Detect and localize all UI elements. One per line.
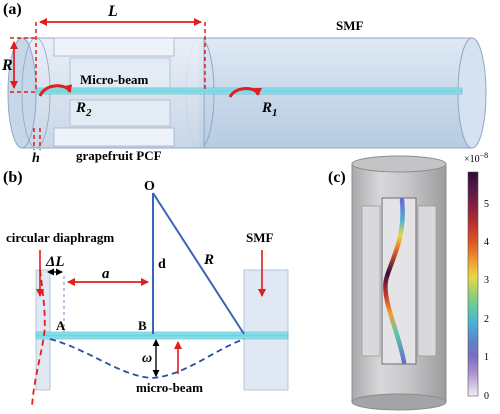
label-omega: ω	[142, 351, 152, 366]
line-O-SMF	[152, 192, 245, 335]
rotation-R1-arrow-icon	[228, 87, 262, 98]
label-A: A	[56, 318, 66, 333]
colorbar-tick: 2	[484, 314, 489, 325]
colorbar-title: ×10−8	[464, 151, 488, 165]
panel-c-label: (c)	[328, 169, 346, 186]
label-R1: R1	[261, 100, 278, 119]
label-L: L	[107, 3, 118, 20]
label-grapefruit-pcf: grapefruit PCF	[76, 148, 162, 163]
label-R2: R2	[75, 100, 92, 119]
colorbar-ticks: 5 4 3 2 1 0	[484, 199, 489, 402]
colorbar-tick: 0	[484, 391, 489, 402]
label-B: B	[138, 318, 147, 333]
panel-b: (b) O circular diaphragm ΔL a d R SMF A …	[3, 169, 289, 407]
label-micro-beam-a: Micro-beam	[80, 72, 149, 87]
panel-a-label: (a)	[3, 1, 22, 18]
micro-beam-bar	[35, 331, 289, 340]
rotation-R2-arrow-icon	[38, 84, 73, 97]
colorbar	[467, 171, 479, 397]
panel-a: (a) L R SMF Micro-beam R2 R1 h grapefrui…	[1, 1, 487, 166]
label-a: a	[102, 266, 110, 282]
label-delta-L: ΔL	[45, 254, 65, 270]
label-R: R	[1, 57, 13, 74]
diaphragm-block	[35, 269, 51, 391]
smf-block	[243, 269, 289, 391]
label-d: d	[158, 257, 166, 272]
label-smf-b: SMF	[246, 230, 274, 245]
deformed-beam	[383, 197, 407, 365]
label-R-b: R	[203, 252, 214, 268]
label-micro-beam-b: micro-beam	[136, 380, 203, 395]
panel-c: (c) ×10−8 5 4 3 2 1 0	[328, 151, 489, 411]
sim-cylinder	[351, 155, 447, 411]
panel-b-label: (b)	[3, 169, 23, 186]
label-smf-a: SMF	[336, 18, 364, 33]
colorbar-tick: 1	[484, 352, 489, 363]
colorbar-tick: 5	[484, 199, 489, 210]
label-O: O	[144, 179, 155, 194]
colorbar-tick: 3	[484, 275, 489, 286]
label-h: h	[32, 151, 40, 166]
label-circular-diaphragm: circular diaphragm	[6, 230, 114, 245]
dimension-lines	[10, 22, 206, 150]
colorbar-tick: 4	[484, 237, 489, 248]
